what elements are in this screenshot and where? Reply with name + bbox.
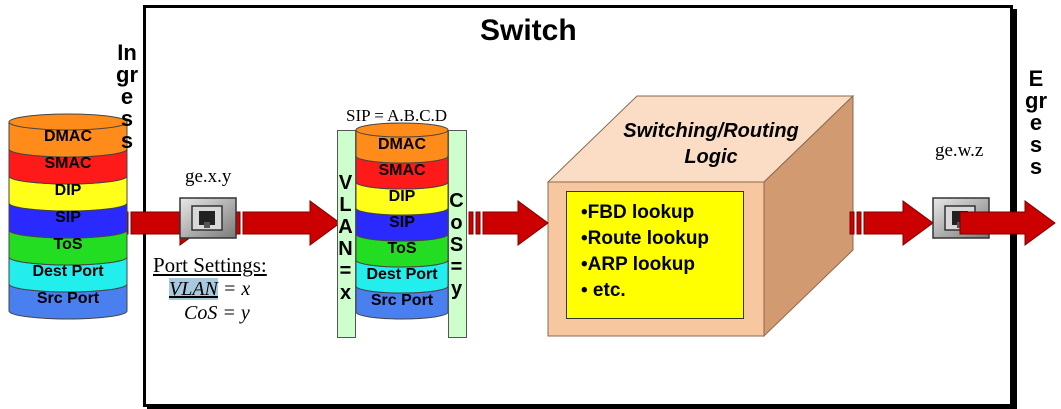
egress-label: Egress xyxy=(1025,66,1047,179)
port-settings-cos: CoS = y xyxy=(184,302,250,324)
vlan-tag-letter: = xyxy=(339,260,352,282)
tagged-field-segment xyxy=(355,181,449,216)
tagged-field-segment xyxy=(355,285,449,320)
ingress-field-segment xyxy=(8,283,128,320)
stack-to-logic-arrow xyxy=(468,200,549,246)
ingress-label: Ingress xyxy=(116,40,138,153)
lookup-item-fbd: •FBD lookup xyxy=(581,202,695,223)
ingress-packet-stack xyxy=(8,113,128,320)
field-src-port-label: Src Port xyxy=(36,290,100,307)
field-dip-label: DIP xyxy=(54,182,82,199)
vlan-tag-letter: L xyxy=(339,194,352,216)
tagged-field-smac-label: SMAC xyxy=(378,162,426,179)
tagged-field-tos-label: ToS xyxy=(387,240,417,257)
cos-tag-bar xyxy=(448,130,467,338)
field-dest-port-label: Dest Port xyxy=(32,263,104,280)
port-settings-vlan: VLAN = x xyxy=(169,278,250,301)
field-tos-label: ToS xyxy=(53,236,83,253)
vlan-tag-text: V L A N = x xyxy=(337,172,354,304)
ingress-port-label: ge.x.y xyxy=(185,166,232,187)
cos-tag-letter: o xyxy=(450,212,463,234)
lookup-item-route: •Route lookup xyxy=(581,228,710,249)
cos-tag-text: C o S = y xyxy=(448,190,465,300)
ingress-field-segment xyxy=(8,256,128,293)
vlan-tag-letter: N xyxy=(338,238,353,260)
lookup-panel: •FBD lookup •Route lookup •ARP lookup • … xyxy=(566,191,744,319)
tagged-field-segment xyxy=(355,233,449,268)
logic-to-egress-arrow xyxy=(849,200,934,246)
port-to-stack-arrow xyxy=(235,200,341,246)
egress-port-label: ge.w.z xyxy=(935,140,984,161)
cos-tag-letter: S xyxy=(449,234,464,256)
field-smac-label: SMAC xyxy=(44,155,92,172)
ingress-field-segment xyxy=(8,175,128,212)
logic-title: Switching/Routing Logic xyxy=(596,118,826,170)
cos-tag-letter: y xyxy=(450,278,463,300)
tagged-packet-stack xyxy=(355,122,449,320)
ingress-field-segment xyxy=(8,229,128,266)
ingress-field-segment xyxy=(8,202,128,239)
tagged-field-dip-label: DIP xyxy=(388,188,416,205)
ingress-field-segment-cap xyxy=(8,113,128,131)
vlan-tag-bar xyxy=(337,130,356,338)
tagged-field-segment xyxy=(355,207,449,242)
cos-tag-letter: C xyxy=(449,190,464,212)
ingress-field-segment xyxy=(8,121,128,158)
tagged-field-sip-label: SIP xyxy=(389,214,415,231)
tagged-packet-labels: DMAC SMAC DIP SIP ToS Dest Port Src Port xyxy=(356,128,448,328)
egress-arrow xyxy=(959,200,1056,246)
tagged-field-dmac-label: DMAC xyxy=(378,136,426,153)
vlan-tag-letter: x xyxy=(339,282,352,304)
vlan-tag-letter: A xyxy=(338,216,353,238)
ingress-field-segment xyxy=(8,148,128,185)
logic-title-line2: Logic xyxy=(684,146,738,168)
tagged-field-segment xyxy=(355,155,449,190)
vlan-value: = x xyxy=(217,278,251,300)
sip-label: SIP = A.B.C.D xyxy=(346,106,448,125)
field-dmac-label: DMAC xyxy=(44,128,92,145)
cos-tag-letter: = xyxy=(450,256,463,278)
vlan-tag-letter: V xyxy=(338,172,353,194)
vlan-key: VLAN xyxy=(169,278,218,300)
ingress-packet-labels: DMAC SMAC DIP SIP ToS Dest Port Src Port xyxy=(9,120,127,330)
switch-title: Switch xyxy=(480,14,577,47)
field-sip-label: SIP xyxy=(55,209,81,226)
tagged-field-dest-port-label: Dest Port xyxy=(366,266,438,283)
tagged-field-segment xyxy=(355,129,449,164)
lookup-item-etc: • etc. xyxy=(581,280,626,301)
lookup-item-arp: •ARP lookup xyxy=(581,254,695,275)
port-settings-title: Port Settings: xyxy=(153,253,267,277)
tagged-field-segment xyxy=(355,259,449,294)
logic-title-line1: Switching/Routing xyxy=(623,120,799,142)
ingress-port-icon xyxy=(179,197,237,239)
tagged-field-src-port-label: Src Port xyxy=(370,292,434,309)
